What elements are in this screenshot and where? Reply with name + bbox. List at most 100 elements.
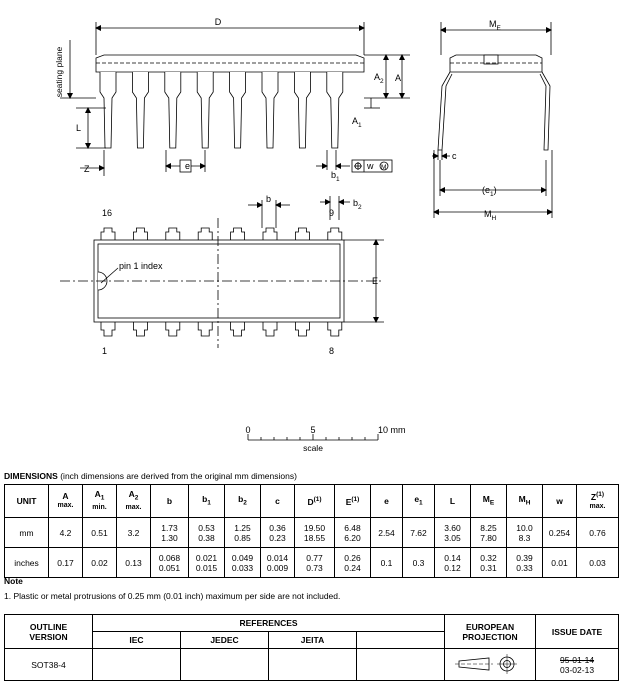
label-D: D <box>215 17 222 27</box>
dim-cell: 0.254 <box>542 517 577 548</box>
dimensions-section: DIMENSIONS (inch dimensions are derived … <box>4 471 619 578</box>
dim-header: c <box>260 484 295 518</box>
label-Z: Z <box>84 164 90 174</box>
dim-cell: 0.76 <box>576 517 619 548</box>
label-ME: ME <box>489 19 502 32</box>
issue-date-old: 95-01-14 <box>560 654 595 665</box>
side-lead <box>99 72 117 149</box>
dim-cell: 0.1 <box>370 547 403 578</box>
dim-header: UNIT <box>4 484 49 518</box>
dim-header: ME <box>470 484 507 518</box>
dim-cell: 0.53 0.38 <box>188 517 225 548</box>
dim-cell: 0.3 <box>402 547 435 578</box>
dim-cell: 3.2 <box>116 517 151 548</box>
top-view <box>60 196 384 348</box>
top-pin <box>295 227 310 240</box>
dim-cell: 0.17 <box>48 547 83 578</box>
top-pin <box>295 322 310 337</box>
dim-cell: 0.021 0.015 <box>188 547 225 578</box>
note-text: 1. Plastic or metal protrusions of 0.25 … <box>4 591 341 601</box>
label-seating-plane: seating plane <box>54 46 64 97</box>
jeita-value <box>268 648 357 681</box>
dim-cell: 19.50 18.55 <box>294 517 335 548</box>
dim-cell: 1.25 0.85 <box>224 517 261 548</box>
scale-5: 5 <box>310 425 315 435</box>
top-pin <box>133 227 148 240</box>
issue-date-new: 03-02-13 <box>560 664 595 675</box>
top-pin <box>327 227 343 240</box>
dimensions-title: DIMENSIONS (inch dimensions are derived … <box>4 471 297 481</box>
label-E: E <box>372 276 378 286</box>
label-c: c <box>452 151 457 161</box>
jedec-header: JEDEC <box>180 631 269 649</box>
top-pin <box>262 322 278 337</box>
label-MH: MH <box>484 209 497 222</box>
dim-header: D(1) <box>294 484 335 518</box>
label-w: w <box>366 161 374 171</box>
top-pin <box>165 322 181 337</box>
dim-cell: 0.01 <box>542 547 577 578</box>
dim-cell: 0.26 0.24 <box>334 547 371 578</box>
european-projection-icon <box>455 653 518 674</box>
top-pin <box>197 322 213 337</box>
top-pin <box>230 322 245 337</box>
dim-cell: 2.54 <box>370 517 403 548</box>
top-pin <box>262 227 278 240</box>
dim-cell: 10.0 8.3 <box>506 517 543 548</box>
dim-cell: 0.049 0.033 <box>224 547 261 578</box>
ref-empty-value <box>355 648 446 681</box>
iec-header: IEC <box>92 631 181 649</box>
label-pin1-index: pin 1 index <box>119 261 163 271</box>
label-pin8: 8 <box>329 346 334 356</box>
dim-header: L <box>434 484 471 518</box>
dim-cell: inches <box>4 547 49 578</box>
dim-cell: 0.068 0.051 <box>150 547 189 578</box>
dim-cell: 0.14 0.12 <box>434 547 471 578</box>
top-pin <box>327 322 343 337</box>
note-section: Note 1. Plastic or metal protrusions of … <box>4 576 340 601</box>
dim-header: b <box>150 484 189 518</box>
dim-cell: 0.77 0.73 <box>294 547 335 578</box>
side-lead <box>196 72 214 149</box>
label-A: A <box>395 73 401 83</box>
issue-date-value: 95-01-14 03-02-13 <box>535 648 620 681</box>
dim-cell: 0.02 <box>82 547 117 578</box>
label-A2: A2 <box>374 72 384 85</box>
side-lead <box>132 72 149 149</box>
side-lead <box>261 72 279 149</box>
dim-header: e1 <box>402 484 435 518</box>
dim-header: w <box>542 484 577 518</box>
note-title: Note <box>4 576 23 586</box>
dim-cell: 7.62 <box>402 517 435 548</box>
top-pin <box>197 227 213 240</box>
dim-cell: 8.25 7.80 <box>470 517 507 548</box>
end-view <box>432 22 553 218</box>
projection-symbol <box>444 648 537 681</box>
outline-version-value: SOT38-4 <box>4 648 93 681</box>
package-outline-drawing: D seating plane A2 A A1 L Z e b1 w M ME … <box>54 17 553 453</box>
label-b: b <box>266 194 271 204</box>
dim-cell: 4.2 <box>48 517 83 548</box>
dim-cell: 3.60 3.05 <box>434 517 471 548</box>
dim-header: MH <box>506 484 543 518</box>
dim-cell: 0.51 <box>82 517 117 548</box>
dim-cell: 6.48 6.20 <box>334 517 371 548</box>
label-e1: (e1) <box>482 185 497 198</box>
label-b2: b2 <box>353 198 362 211</box>
label-pin1: 1 <box>102 346 107 356</box>
dim-cell: mm <box>4 517 49 548</box>
top-pins <box>100 227 343 337</box>
label-pin16: 16 <box>102 208 112 218</box>
ref-empty-header <box>355 631 446 649</box>
dim-cell: 0.32 0.31 <box>470 547 507 578</box>
dim-cell: 1.73 1.30 <box>150 517 189 548</box>
dim-header: E(1) <box>334 484 371 518</box>
side-lead <box>294 72 311 149</box>
